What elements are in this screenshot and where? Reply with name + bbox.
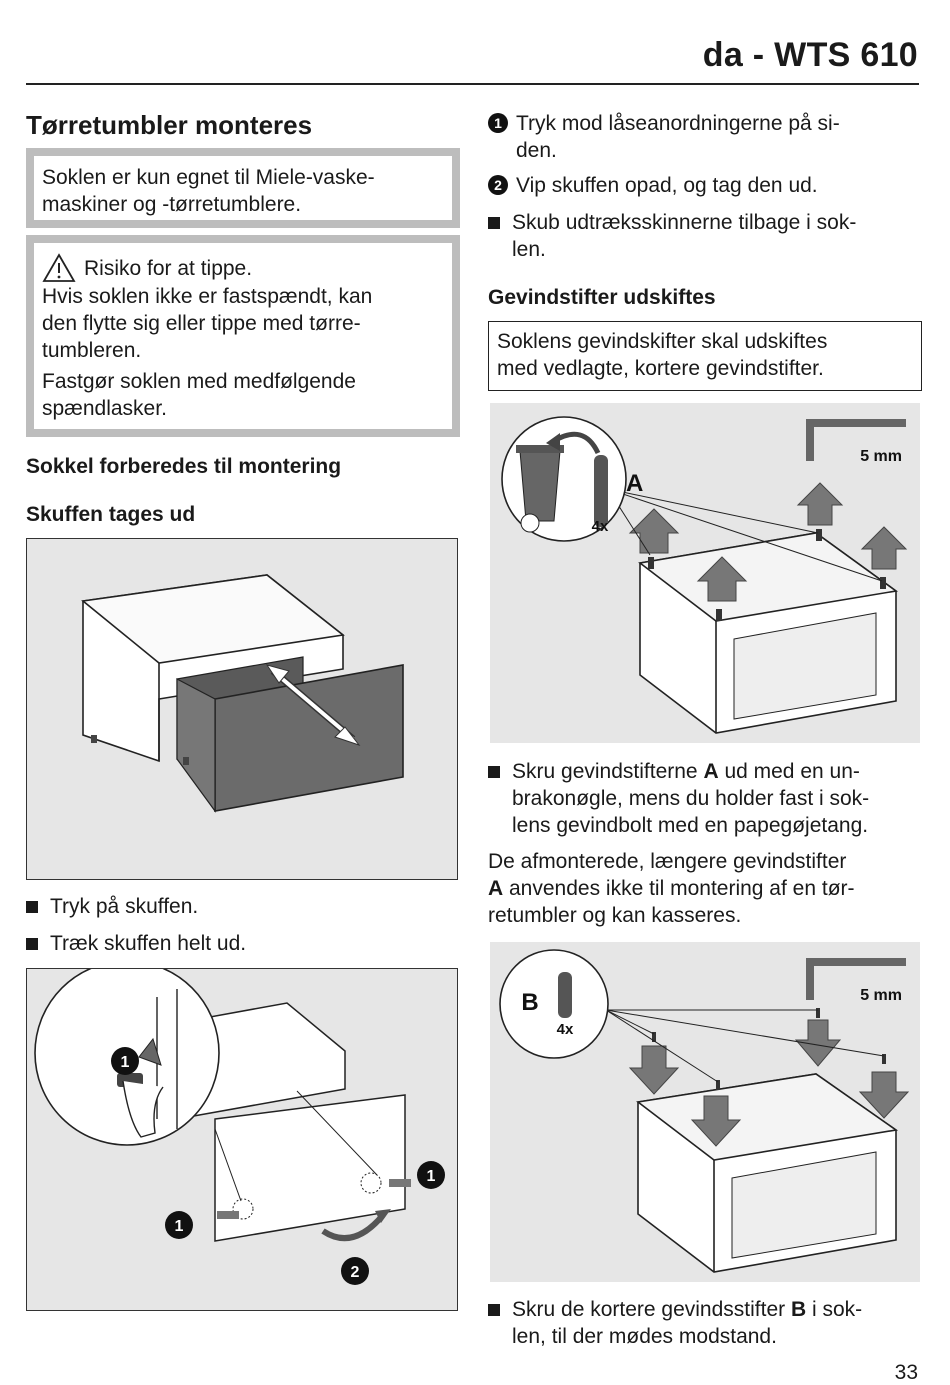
bullet-unscrew-line-2: brakonøgle, mens du holder fast i sok- — [512, 787, 870, 810]
figure-drawer-release: 1 1 1 2 — [26, 968, 458, 1311]
info-line-2: med vedlagte, kortere gevindstifter. — [497, 357, 824, 380]
hex-key-size-b: 5 mm — [860, 987, 902, 1004]
bullet-text: Træk skuffen helt ud. — [50, 932, 247, 955]
bullet-screw-pins: Skru de kortere gevindsstifter B i sok- … — [488, 1296, 928, 1350]
subsection-prepare: Sokkel forberedes til montering — [26, 455, 342, 478]
bullet-square-icon — [488, 217, 500, 229]
bullet-unscrew-pins: Skru gevindstifterne A ud med en un- bra… — [488, 758, 928, 839]
warning-p1-line-3: tumbleren. — [42, 339, 142, 362]
figure-drawer-pull — [26, 538, 458, 880]
info-line-1: Soklens gevindskifter skal udskiftes — [497, 330, 828, 353]
key-a: A — [488, 877, 504, 900]
figure-label-two: 2 — [351, 1264, 360, 1281]
subsection-threaded-pins: Gevindstifter udskiftes — [488, 286, 716, 309]
step-2: 2 Vip skuffen opad, og tag den ud. — [488, 172, 918, 199]
warning-heading: Risiko for at tippe. — [84, 256, 253, 280]
note-line-2: maskiner og -tørretumblere. — [42, 193, 302, 216]
discard-pins-paragraph: De afmonterede, længere gevindstifter A … — [488, 848, 928, 929]
figure-label-one-b: 1 — [427, 1168, 436, 1185]
figure-install-pins: B 4x 5 mm — [490, 942, 920, 1282]
threaded-pins-info-box: Soklens gevindskifter skal udskiftes med… — [488, 321, 922, 391]
pin-quantity-a: 4x — [592, 518, 609, 535]
document-header-title: da - WTS 610 — [702, 36, 918, 74]
hex-key-size-a: 5 mm — [860, 448, 902, 465]
bullet-square-icon — [26, 901, 38, 913]
bullet-slide-line-1: Skub udtræksskinnerne tilbage i sok- — [512, 211, 857, 234]
bullet-slide-line-2: len. — [512, 238, 546, 261]
bullet-screw-line-2: len, til der mødes modstand. — [512, 1325, 777, 1348]
step-1-line-2: den. — [516, 139, 557, 162]
figure-label-one-c: 1 — [175, 1218, 184, 1235]
note-line-1: Soklen er kun egnet til Miele-vaske- — [42, 166, 375, 189]
warning-p1-line-1: Hvis soklen ikke er fastspændt, kan — [42, 285, 373, 308]
bullet-square-icon — [488, 766, 500, 778]
bullet-square-icon — [488, 1304, 500, 1316]
step-number-2: 2 — [488, 175, 508, 195]
warning-p2-line-1: Fastgør soklen med medfølgende — [42, 370, 356, 393]
section-title: Tørretumbler monteres — [26, 110, 313, 140]
warning-triangle-icon — [42, 253, 76, 283]
bullet-pull-drawer: Træk skuffen helt ud. — [26, 930, 456, 957]
key-a: A — [703, 760, 719, 783]
step-2-line-1: Vip skuffen opad, og tag den ud. — [516, 174, 818, 197]
text: anvendes ikke til montering af en tør- — [503, 877, 855, 900]
step-1-line-1: Tryk mod låseanordningerne på si- — [516, 112, 840, 135]
figure-label-one-a: 1 — [121, 1054, 130, 1071]
warning-p2-line-2: spændlasker. — [42, 397, 167, 420]
text: i sok- — [806, 1298, 863, 1321]
para-line-1: De afmonterede, længere gevindstifter — [488, 850, 847, 873]
figure-remove-pins: A 4x 5 mm — [490, 403, 920, 743]
step-1: 1 Tryk mod låseanordningerne på si- den. — [488, 110, 918, 164]
pin-label-b: B — [521, 989, 538, 1016]
para-line-3: retumbler og kan kasseres. — [488, 904, 742, 927]
page-number: 33 — [894, 1361, 918, 1384]
header-rule — [26, 83, 919, 85]
bullet-text: Tryk på skuffen. — [50, 895, 199, 918]
step-number-1: 1 — [488, 113, 508, 133]
text: ud med en un- — [718, 760, 860, 783]
text: Skru de kortere gevindsstifter — [512, 1298, 791, 1321]
bullet-square-icon — [26, 938, 38, 950]
warning-p1-line-2: den flytte sig eller tippe med tørre- — [42, 312, 361, 335]
suitability-note-box: Soklen er kun egnet til Miele-vaske- mas… — [26, 148, 460, 228]
subsection-drawer: Skuffen tages ud — [26, 503, 196, 526]
tipping-warning-box: Risiko for at tippe. Hvis soklen ikke er… — [26, 235, 460, 437]
pin-quantity-b: 4x — [557, 1021, 574, 1038]
text: Skru gevindstifterne — [512, 760, 704, 783]
bullet-slide-rails: Skub udtræksskinnerne tilbage i sok- len… — [488, 209, 918, 263]
key-b: B — [790, 1298, 807, 1321]
pin-label-a: A — [626, 470, 643, 497]
bullet-unscrew-line-3: lens gevindbolt med en papegøjetang. — [512, 814, 869, 837]
bullet-press-drawer: Tryk på skuffen. — [26, 893, 456, 920]
